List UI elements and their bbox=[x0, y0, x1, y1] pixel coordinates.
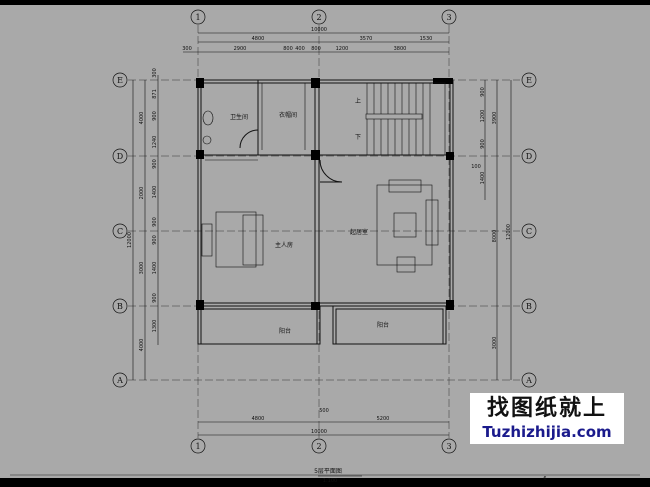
dim-right-3000: 3000 bbox=[492, 337, 498, 350]
axis-2-bottom: 2 bbox=[316, 442, 321, 451]
dim-top-1530: 1530 bbox=[420, 36, 433, 42]
dim-right-1200: 1200 bbox=[480, 110, 486, 123]
axis-1-bottom: 1 bbox=[195, 442, 200, 451]
axis-b-left: B bbox=[117, 302, 123, 311]
dim-top-total: 10000 bbox=[311, 27, 327, 33]
stair-down-label: 下 bbox=[355, 134, 361, 141]
walls bbox=[197, 79, 454, 345]
dim-top-400: 400 bbox=[295, 46, 305, 52]
dim-top-4800: 4800 bbox=[252, 36, 265, 42]
room-balcony-right: 阳台 bbox=[377, 321, 389, 329]
watermark-url: Tuzhizhijia.com bbox=[482, 423, 612, 441]
dim-left-b: 2000 bbox=[139, 187, 145, 200]
axis-b-right: B bbox=[526, 302, 532, 311]
dimension-lines bbox=[132, 32, 512, 436]
dim-left-1240: 1240 bbox=[152, 136, 158, 149]
dim-left-c: 3000 bbox=[139, 262, 145, 275]
dim-top-2900: 2900 bbox=[234, 46, 247, 52]
dim-right-3900: 3900 bbox=[492, 112, 498, 125]
dim-left-900c: 900 bbox=[152, 217, 158, 227]
columns bbox=[196, 78, 454, 310]
dim-left-871: 871 bbox=[152, 89, 158, 99]
sofa-set-icon bbox=[376, 179, 439, 273]
dim-right-8000: 8000 bbox=[492, 230, 498, 243]
dim-left-d: 4000 bbox=[139, 339, 145, 352]
top-border bbox=[0, 0, 650, 5]
dim-left-1400a: 1400 bbox=[152, 186, 158, 199]
dim-top-3570: 3570 bbox=[360, 36, 373, 42]
dim-right-total: 12000 bbox=[506, 224, 512, 240]
axis-e-right: E bbox=[526, 76, 532, 85]
stair-up-label: 上 bbox=[355, 97, 361, 105]
room-balcony-left: 阳台 bbox=[279, 327, 291, 335]
axis-3-top: 3 bbox=[446, 13, 451, 22]
watermark: 找图纸就上 Tuzhizhijia.com bbox=[470, 393, 624, 444]
dim-right-100: 100 bbox=[471, 164, 481, 170]
dim-bottom-total: 10000 bbox=[311, 429, 327, 435]
bottom-border bbox=[0, 478, 650, 487]
axis-d-left: D bbox=[117, 152, 123, 161]
room-bathroom: 卫生间 bbox=[230, 113, 248, 121]
corner-mark: 6 bbox=[543, 476, 546, 482]
dim-bottom-5200: 5200 bbox=[377, 416, 390, 422]
sink-icon bbox=[202, 135, 212, 145]
dim-bottom-4800: 4800 bbox=[252, 416, 265, 422]
room-closet: 衣帽间 bbox=[279, 111, 297, 119]
axis-2-top: 2 bbox=[316, 13, 321, 22]
dim-right-900a: 900 bbox=[480, 87, 486, 97]
closet-rack-icon bbox=[205, 83, 306, 161]
dim-top-300: 300 bbox=[182, 46, 192, 52]
drawing-title: 5层平面图 bbox=[314, 468, 342, 475]
dim-top-800b: 800 bbox=[311, 46, 321, 52]
axis-3-bottom: 3 bbox=[446, 442, 451, 451]
dim-bottom-500: 500 bbox=[319, 408, 329, 414]
axis-c-left: C bbox=[117, 227, 123, 236]
fixtures bbox=[201, 82, 446, 273]
room-master-bedroom: 主人房 bbox=[275, 241, 293, 249]
dim-left-900d: 900 bbox=[152, 235, 158, 245]
dim-left-300: 300 bbox=[152, 68, 158, 78]
dim-right-1400: 1400 bbox=[480, 172, 486, 185]
axis-d-right: D bbox=[526, 152, 532, 161]
dim-left-a: 4000 bbox=[139, 112, 145, 125]
dim-top-3800: 3800 bbox=[394, 46, 407, 52]
dim-left-900a: 900 bbox=[152, 111, 158, 121]
dim-top-1200: 1200 bbox=[336, 46, 349, 52]
axis-e-left: E bbox=[117, 76, 123, 85]
dim-right-900b: 900 bbox=[480, 139, 486, 149]
room-living-room: 起居室 bbox=[350, 228, 368, 236]
axis-bubbles bbox=[112, 9, 537, 454]
axis-c-right: C bbox=[526, 227, 532, 236]
dim-left-1300: 1300 bbox=[152, 320, 158, 333]
axis-a-right: A bbox=[525, 376, 532, 385]
bed-icon bbox=[201, 211, 264, 268]
axis-a-left: A bbox=[116, 376, 123, 385]
stair-icon bbox=[365, 82, 446, 156]
dim-left-900e: 900 bbox=[152, 293, 158, 303]
dim-left-900b: 900 bbox=[152, 159, 158, 169]
dim-left-1400b: 1400 bbox=[152, 262, 158, 275]
axis-1-top: 1 bbox=[195, 13, 200, 22]
grid-lines bbox=[128, 25, 520, 438]
drawing-scale: 1:100 bbox=[323, 478, 337, 484]
toilet-icon bbox=[202, 110, 214, 126]
dim-left-total: 12000 bbox=[127, 232, 133, 248]
watermark-cn: 找图纸就上 bbox=[486, 396, 607, 421]
dim-top-800a: 800 bbox=[283, 46, 293, 52]
